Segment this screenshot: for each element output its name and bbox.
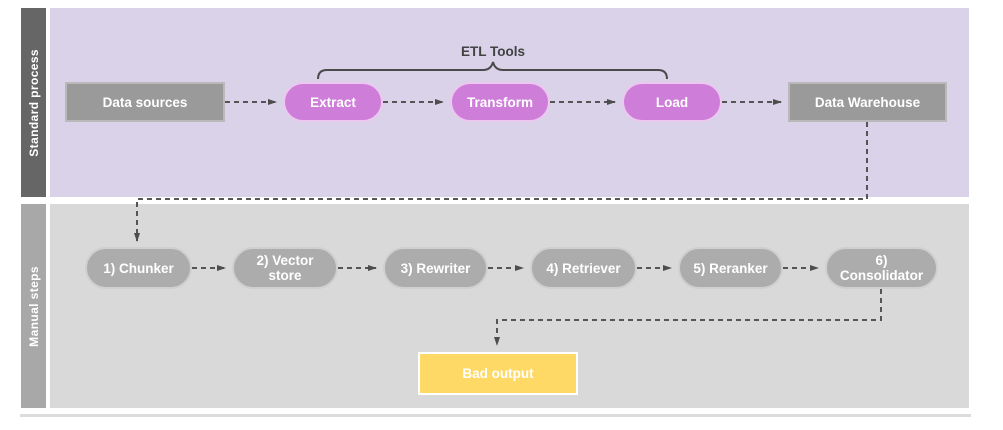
node-vector-store: 2) Vector store [232, 247, 338, 289]
lane-standard-process-label: Standard process [26, 48, 41, 157]
node-data-warehouse-label: Data Warehouse [814, 94, 921, 110]
node-chunker: 1) Chunker [85, 247, 192, 289]
node-data-sources-label: Data sources [102, 94, 188, 110]
node-bad-output-label: Bad output [462, 366, 534, 381]
node-chunker-label: 1) Chunker [103, 260, 174, 276]
node-transform-label: Transform [466, 94, 534, 110]
etl-tools-annotation: ETL Tools [461, 44, 525, 59]
node-vector-store-label: 2) Vector store [256, 253, 314, 283]
node-load-label: Load [655, 94, 689, 110]
node-consolidator-label: 6) Consolidator [839, 253, 924, 283]
node-reranker-label: 5) Reranker [693, 260, 768, 276]
node-extract-label: Extract [310, 94, 356, 110]
lane-manual-steps-bar: Manual steps [21, 204, 46, 408]
lane-standard-process-bar: Standard process [21, 8, 46, 197]
node-reranker: 5) Reranker [678, 247, 783, 289]
node-retriever: 4) Retriever [530, 247, 637, 289]
node-data-sources: Data sources [65, 82, 225, 122]
node-bad-output: Bad output [418, 352, 578, 395]
node-rewriter: 3) Rewriter [383, 247, 488, 289]
node-consolidator: 6) Consolidator [825, 247, 938, 289]
node-transform: Transform [450, 82, 550, 122]
node-retriever-label: 4) Retriever [546, 260, 621, 276]
node-data-warehouse: Data Warehouse [788, 82, 947, 122]
node-rewriter-label: 3) Rewriter [400, 260, 471, 276]
node-extract: Extract [283, 82, 383, 122]
page-bottom-divider [20, 414, 971, 417]
node-load: Load [622, 82, 722, 122]
lane-manual-steps-label: Manual steps [26, 265, 41, 347]
